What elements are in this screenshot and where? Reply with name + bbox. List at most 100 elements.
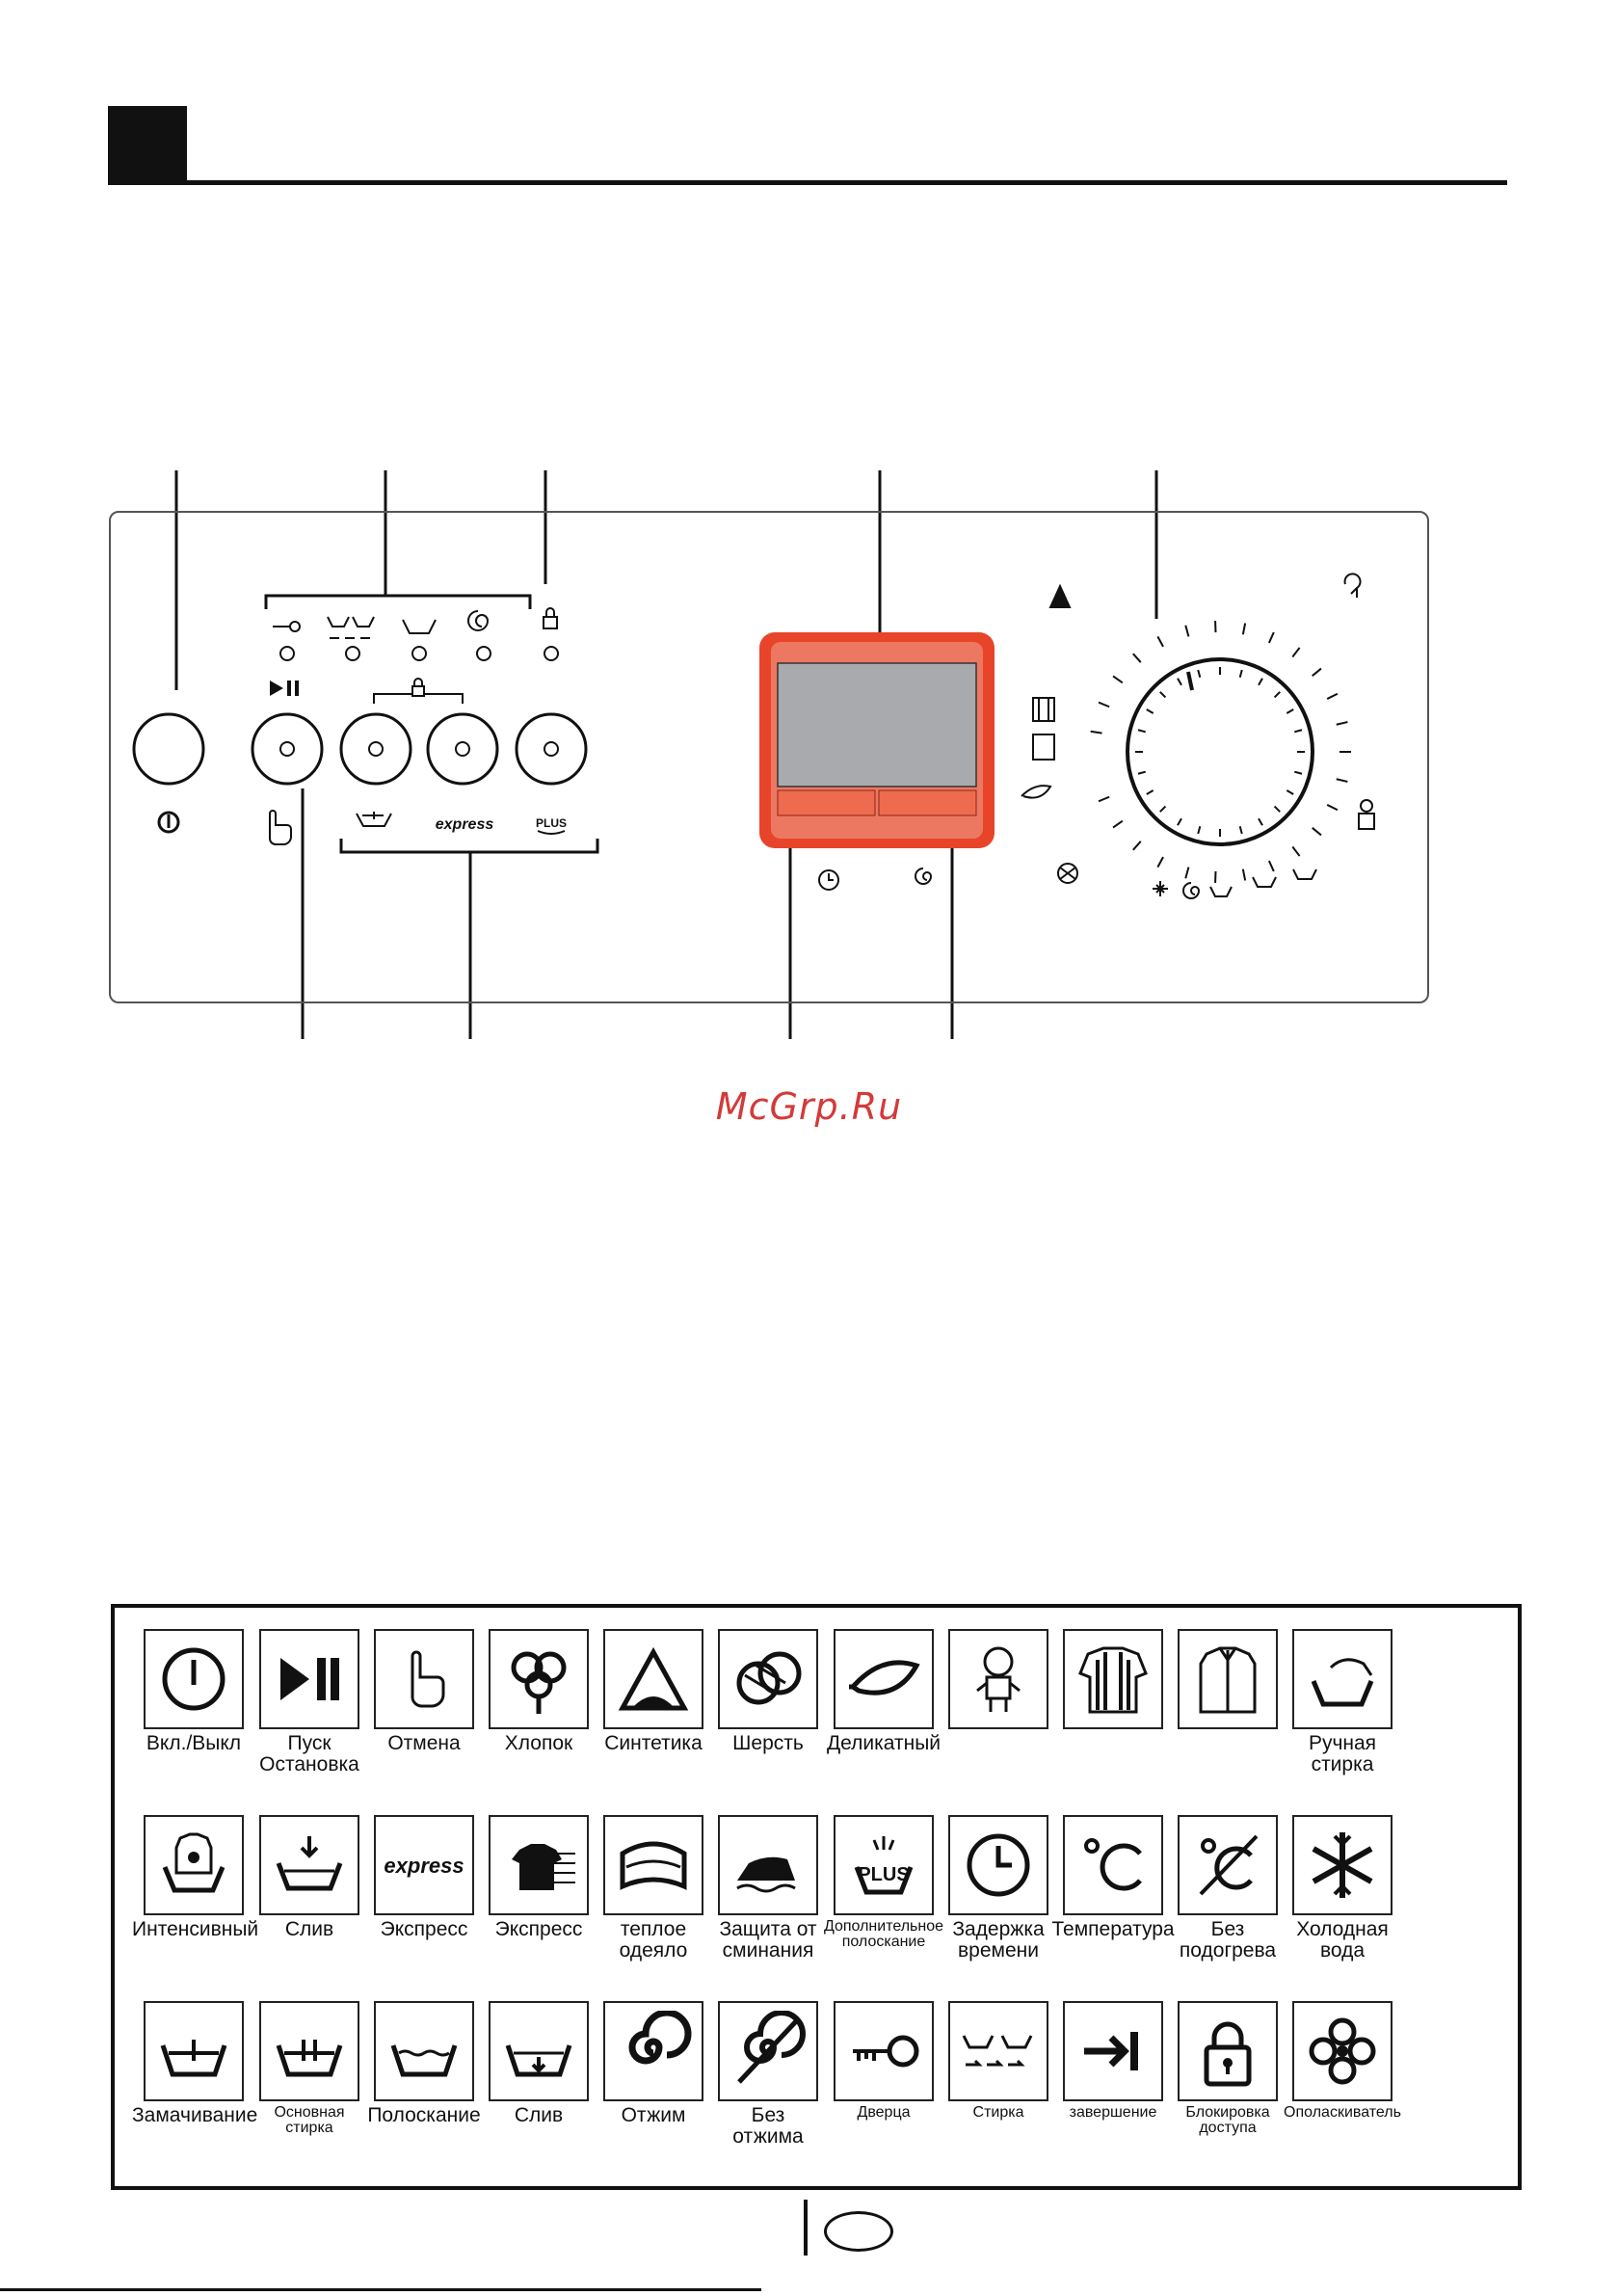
intensive-icon [144,1815,244,1915]
legend-label: Слив [284,1918,334,1940]
wash-sequence-icon [948,2001,1048,2101]
footer-rule [0,2288,761,2291]
legend-label: Дверца [857,2104,911,2121]
legend-item: Полоскание [362,2001,486,2126]
legend-label: Хлопок [504,1732,573,1754]
softener-icon [1292,2001,1393,2101]
legend-item: Синтетика [592,1629,715,1754]
drain-icon [259,1815,359,1915]
legend-item: Дверца [822,2001,945,2121]
legend-item: Ополаскиватель [1281,2001,1404,2121]
program-dial [1126,657,1314,846]
play-pause-icon [270,681,299,696]
legend-item: Стирка [937,2001,1060,2121]
hand-icon [374,1629,474,1729]
control-panel-diagram: express PLUS [109,470,1429,1039]
prewash-icon [144,2001,244,2101]
legend-item: Интенсивный [132,1815,259,1940]
legend-label: Блокировка доступа [1185,2104,1270,2136]
blanket-icon [603,1815,703,1915]
legend-label: Вкл./Выкл [146,1732,242,1754]
header-rule [108,180,1507,185]
legend-item: Холодная вода [1281,1815,1404,1962]
start-pause-icon [259,1629,359,1729]
legend-label: Деликатный [826,1732,942,1754]
legend-label: Интенсивный [132,1918,259,1940]
rinse-icon [374,2001,474,2101]
legend-label: Отжим [621,2104,686,2126]
legend-label: Стирка [972,2104,1024,2121]
legend-item: теплое одеяло [592,1815,715,1962]
iron-icon [718,1815,818,1915]
express-shirt-icon [489,1815,589,1915]
baby-icon [948,1629,1048,1729]
drain-tub-icon [489,2001,589,2101]
legend-label: Шерсть [732,1732,804,1754]
legend-item: Задержка времени [937,1815,1060,1962]
lock-icon [1178,2001,1278,2101]
watermark: McGrp.Ru [715,1085,903,1128]
legend-item: Защита от сминания [706,1815,830,1962]
legend-label: Экспресс [494,1918,583,1940]
snowflake-icon [1292,1815,1393,1915]
shirt-striped-icon [1063,1629,1163,1729]
svg-text:express: express [384,1854,464,1878]
legend-item: Слив [248,1815,371,1940]
legend-label: Синтетика [604,1732,703,1754]
legend-item: Температура [1051,1815,1175,1940]
language-badge [824,2211,893,2252]
synthetics-icon [603,1629,703,1729]
legend-label: Замачивание [132,2104,258,2126]
power-symbol-icon [157,811,180,834]
display-right-key [878,789,977,816]
legend-label: Отмена [387,1732,461,1754]
legend-item [937,1629,1060,1733]
legend-item [1051,1629,1175,1733]
svg-text:PLUS: PLUS [858,1864,909,1885]
legend-item: Отжим [592,2001,715,2126]
svg-text:PLUS: PLUS [536,816,567,830]
legend-label: Ополаскиватель [1284,2104,1401,2121]
legend-item: завершение [1051,2001,1175,2121]
page-divider [804,2200,808,2256]
cotton-icon [489,1629,589,1729]
clock-icon [948,1815,1048,1915]
legend-label: Ручная стирка [1308,1732,1377,1775]
power-button [132,712,205,786]
wool-icon [718,1629,818,1729]
legend-label: Слив [514,2104,564,2126]
spin-icon [603,2001,703,2101]
power-icon [144,1629,244,1729]
legend-item: Без подогрева [1166,1815,1289,1962]
legend-label: теплое одеяло [619,1918,688,1962]
legend-item: Отмена [362,1629,486,1754]
legend-item: Хлопок [477,1629,600,1754]
express-icon: express [374,1815,474,1915]
legend-item: Экспресс [477,1815,600,1940]
legend-label: Полоскание [367,2104,481,2126]
legend-item [1166,1629,1289,1733]
legend-label: Задержка времени [952,1918,1045,1962]
legend-item: Слив [477,2001,600,2126]
mainwash-icon [259,2001,359,2101]
legend-label: Экспресс [380,1918,468,1940]
legend-item: Основная стирка [248,2001,371,2136]
key-icon [834,2001,934,2101]
no-heat-icon [1178,1815,1278,1915]
legend-label: завершение [1069,2104,1157,2121]
legend-label: Температура [1051,1918,1175,1940]
legend-label: Пуск Остановка [259,1732,359,1775]
display-screen [777,662,977,788]
legend-item: Без отжима [706,2001,830,2148]
delicate-icon [834,1629,934,1729]
legend-label: Без подогрева [1179,1918,1277,1962]
legend-item: Блокировка доступа [1166,2001,1289,2136]
shirt-icon [1178,1629,1278,1729]
legend-item: Пуск Остановка [248,1629,371,1775]
legend-item: Ручная стирка [1281,1629,1404,1775]
end-icon [1063,2001,1163,2101]
legend-label: Без отжима [732,2104,804,2148]
symbol-legend: Вкл./Выкл Пуск Остановка Отмена Хлопок Синте… [111,1604,1522,2190]
